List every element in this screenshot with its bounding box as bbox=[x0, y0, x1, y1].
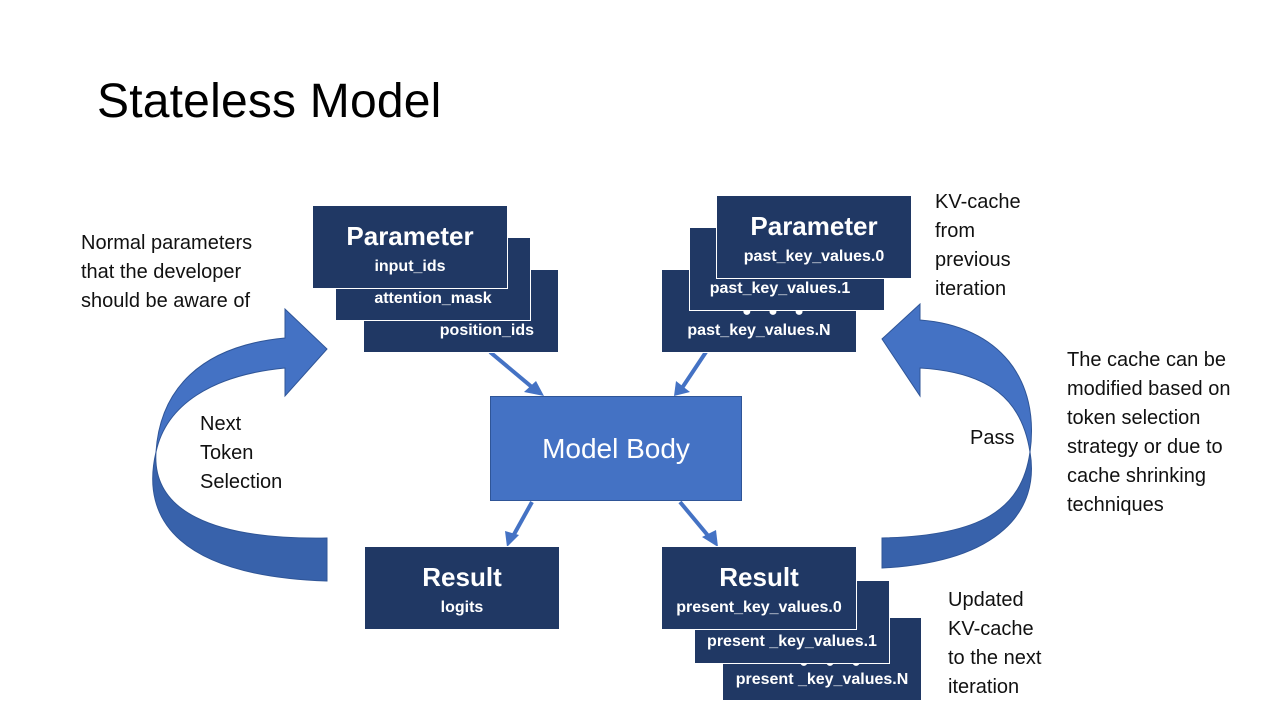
note-line: Token bbox=[200, 442, 254, 464]
parameter-heading: Parameter bbox=[346, 221, 474, 251]
param-box-input-ids: Parameter input_ids bbox=[312, 205, 508, 289]
note-line: Updated bbox=[948, 589, 1024, 611]
note-line: Normal parameters bbox=[81, 232, 253, 254]
note-line: from bbox=[935, 220, 975, 242]
logits-label: logits bbox=[440, 599, 484, 616]
next-token-label: Next Token Selection bbox=[200, 410, 282, 497]
note-line: that the developer bbox=[81, 261, 242, 283]
note-line: Next bbox=[200, 413, 242, 435]
attention-mask-label: attention_mask bbox=[374, 290, 492, 307]
model-body-box: Model Body bbox=[490, 396, 742, 501]
note-line: iteration bbox=[935, 278, 1007, 300]
position-ids-label: position_ids bbox=[439, 322, 534, 339]
note-line: cache shrinking bbox=[1067, 465, 1206, 487]
present-kv-n-label: present _key_values.N bbox=[735, 671, 909, 688]
note-line: previous bbox=[935, 249, 1011, 271]
note-line: iteration bbox=[948, 676, 1020, 698]
note-line: strategy or due to bbox=[1067, 436, 1223, 458]
kv-cache-note: KV-cache from previous iteration bbox=[935, 188, 1021, 304]
note-line: should be aware of bbox=[81, 290, 251, 312]
note-line: KV-cache bbox=[948, 618, 1034, 640]
result-heading: Result bbox=[719, 562, 799, 592]
input-ids-label: input_ids bbox=[374, 258, 446, 275]
param-box-past-kv-0: Parameter past_key_values.0 bbox=[716, 195, 912, 279]
model-body-label: Model Body bbox=[542, 432, 690, 464]
slide-title: Stateless Model bbox=[97, 75, 442, 128]
result-box-logits: Result logits bbox=[364, 546, 560, 630]
note-line: Selection bbox=[200, 471, 283, 493]
note-line: modified based on bbox=[1067, 378, 1231, 400]
note-line: KV-cache bbox=[935, 191, 1021, 213]
cache-modified-note: The cache can be modified based on token… bbox=[1067, 346, 1230, 520]
note-line: token selection bbox=[1067, 407, 1201, 429]
updated-kv-note: Updated KV-cache to the next iteration bbox=[948, 586, 1041, 702]
pass-label: Pass bbox=[970, 427, 1015, 449]
normal-params-note: Normal parameters that the developer sho… bbox=[81, 229, 252, 316]
note-line: to the next bbox=[948, 647, 1042, 669]
past-kv-n-label: past_key_values.N bbox=[687, 322, 831, 339]
note-line: The cache can be bbox=[1067, 349, 1226, 371]
present-kv-0-label: present_key_values.0 bbox=[676, 599, 842, 616]
note-line: techniques bbox=[1067, 494, 1164, 516]
parameter-heading: Parameter bbox=[750, 211, 878, 241]
present-kv-1-label: present _key_values.1 bbox=[707, 633, 877, 650]
result-heading: Result bbox=[422, 562, 502, 592]
past-kv-1-label: past_key_values.1 bbox=[709, 280, 851, 297]
past-kv-0-label: past_key_values.0 bbox=[743, 248, 885, 265]
result-box-present-kv-0: Result present_key_values.0 bbox=[661, 546, 857, 630]
